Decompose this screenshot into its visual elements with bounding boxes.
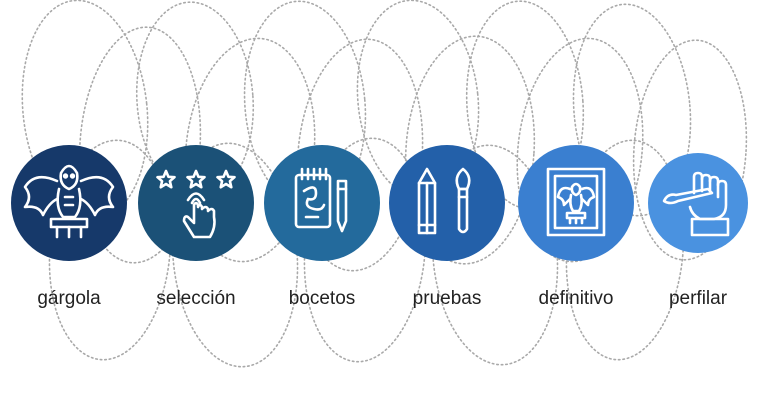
step-disc xyxy=(264,145,380,261)
gargoyle-icon xyxy=(23,164,115,239)
dotted-loop xyxy=(465,0,585,210)
step-label: selección xyxy=(156,288,235,309)
step-pruebas: pruebas xyxy=(389,145,505,309)
dotted-loop xyxy=(632,39,748,261)
pencil-brush-icon xyxy=(417,167,471,235)
dotted-loop xyxy=(21,0,149,221)
step-seleccion: selección xyxy=(138,145,254,309)
step-perfilar: perfilar xyxy=(648,153,748,309)
step-label: definitivo xyxy=(539,288,614,309)
sketchbook-pencil-icon xyxy=(294,167,348,233)
step-label: bocetos xyxy=(289,288,356,309)
step-gargola: gárgola xyxy=(11,145,127,309)
step-disc xyxy=(11,145,127,261)
hand-brush-icon xyxy=(662,171,730,237)
step-disc xyxy=(518,145,634,261)
stars-tap-icon xyxy=(156,169,236,239)
dotted-loop xyxy=(135,1,255,199)
framed-gargoyle-icon xyxy=(546,167,606,237)
step-definitivo: definitivo xyxy=(518,145,634,309)
step-label: perfilar xyxy=(669,288,728,309)
step-bocetos: bocetos xyxy=(264,145,380,309)
dotted-loop xyxy=(48,139,172,361)
dotted-loop xyxy=(516,37,644,263)
step-label: pruebas xyxy=(413,288,482,309)
step-disc xyxy=(648,153,748,253)
step-disc xyxy=(389,145,505,261)
step-label: gárgola xyxy=(37,288,101,309)
